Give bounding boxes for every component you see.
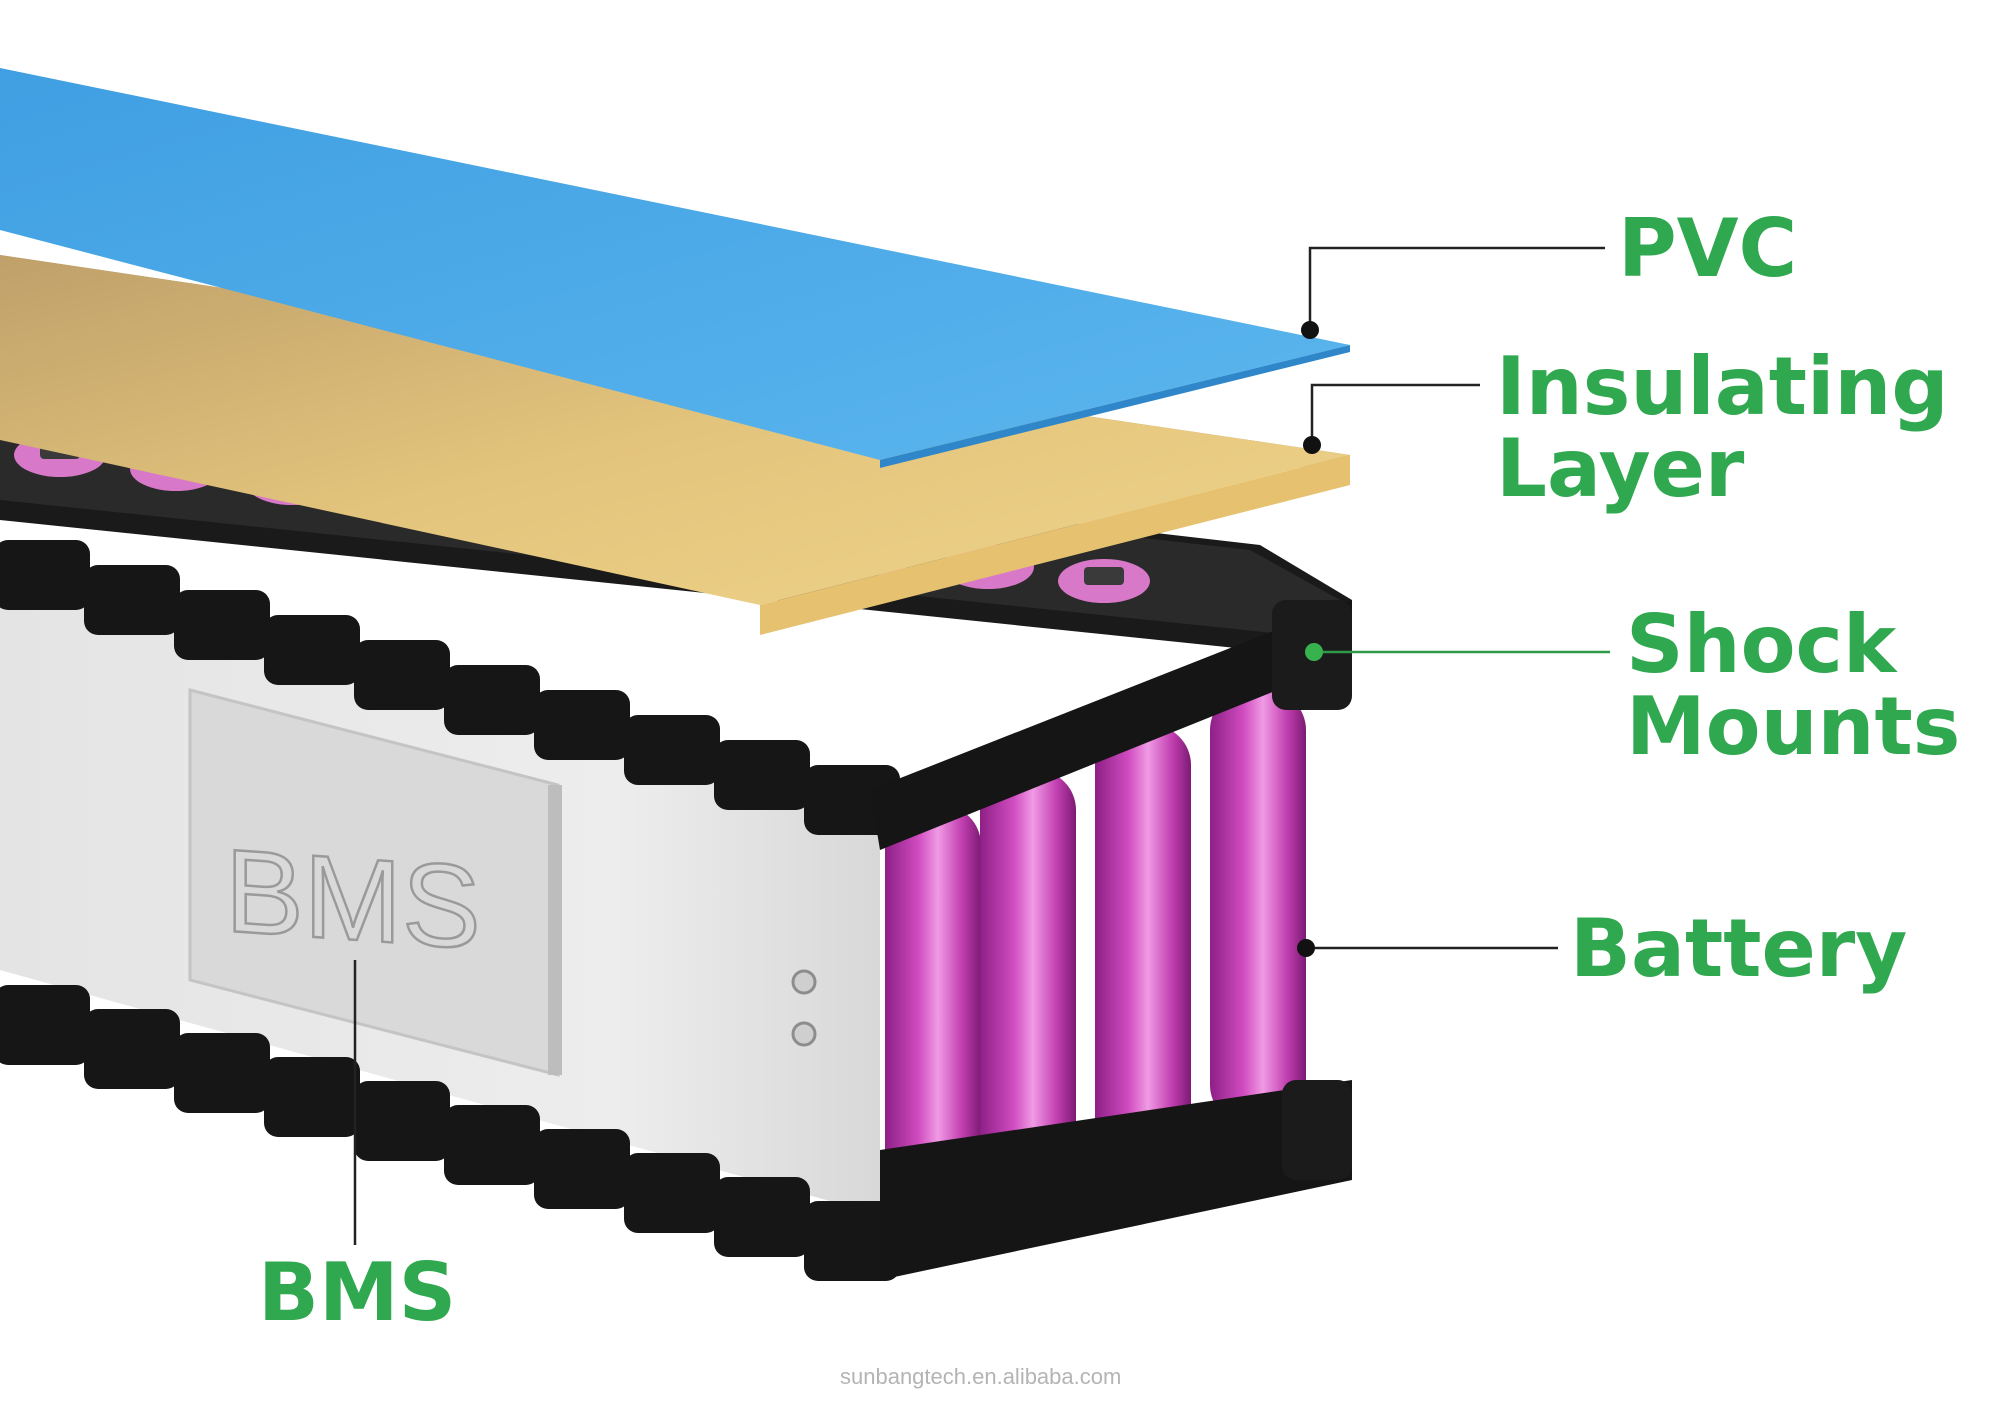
top-holder-block — [174, 590, 270, 660]
bottom-holder-strip — [0, 985, 900, 1281]
bms-plate: BMS — [188, 688, 562, 1077]
battery-label-text: Battery — [1570, 902, 1908, 995]
pvc-sheet — [0, 68, 1350, 468]
bottom-holder-block — [804, 1201, 900, 1281]
top-holder-block — [714, 740, 810, 810]
bottom-holder-block — [714, 1177, 810, 1257]
bottom-holder-block — [444, 1105, 540, 1185]
battery-cells — [885, 690, 1306, 1225]
front-holder-frame — [870, 600, 1352, 1280]
bottom-holder-block — [84, 1009, 180, 1089]
watermark: sunbangtech.en.alibaba.com — [840, 1364, 1122, 1389]
top-holder-block — [0, 540, 90, 610]
bottom-holder-block — [534, 1129, 630, 1209]
insulating-label-line1: Insulating — [1496, 340, 1949, 433]
bottom-holder-block — [624, 1153, 720, 1233]
bottom-holder-block — [0, 985, 90, 1065]
insulating-label-line2: Layer — [1496, 421, 1745, 515]
insulating-layer-label: Insulating Layer — [1496, 346, 1949, 509]
shock-label-line2: Mounts — [1626, 679, 1961, 773]
bms-label-text: BMS — [258, 1246, 457, 1339]
top-holder-block — [354, 640, 450, 710]
top-cell-tab — [1084, 567, 1124, 585]
top-holder-block — [624, 715, 720, 785]
battery-cell — [885, 805, 981, 1225]
top-holder-block — [84, 565, 180, 635]
bottom-holder-block — [174, 1033, 270, 1113]
battery-cell — [980, 770, 1076, 1200]
bottom-holder-block — [354, 1081, 450, 1161]
top-holder-block — [534, 690, 630, 760]
top-holder-block — [444, 665, 540, 735]
shock-mounts-label: Shock Mounts — [1626, 604, 1960, 767]
shock-label-line1: Shock — [1626, 598, 1897, 691]
bms-label: BMS — [258, 1252, 456, 1334]
battery-cell — [1095, 725, 1191, 1165]
bottom-holder-block — [264, 1057, 360, 1137]
battery-cell — [1210, 690, 1306, 1125]
side-screws — [791, 969, 817, 1047]
pvc-label: PVC — [1618, 208, 1797, 290]
leader-lines — [353, 246, 1610, 1245]
bms-plate-text: BMS — [225, 825, 481, 975]
battery-label: Battery — [1570, 908, 1907, 990]
pvc-label-text: PVC — [1618, 202, 1798, 295]
top-holder-block — [264, 615, 360, 685]
